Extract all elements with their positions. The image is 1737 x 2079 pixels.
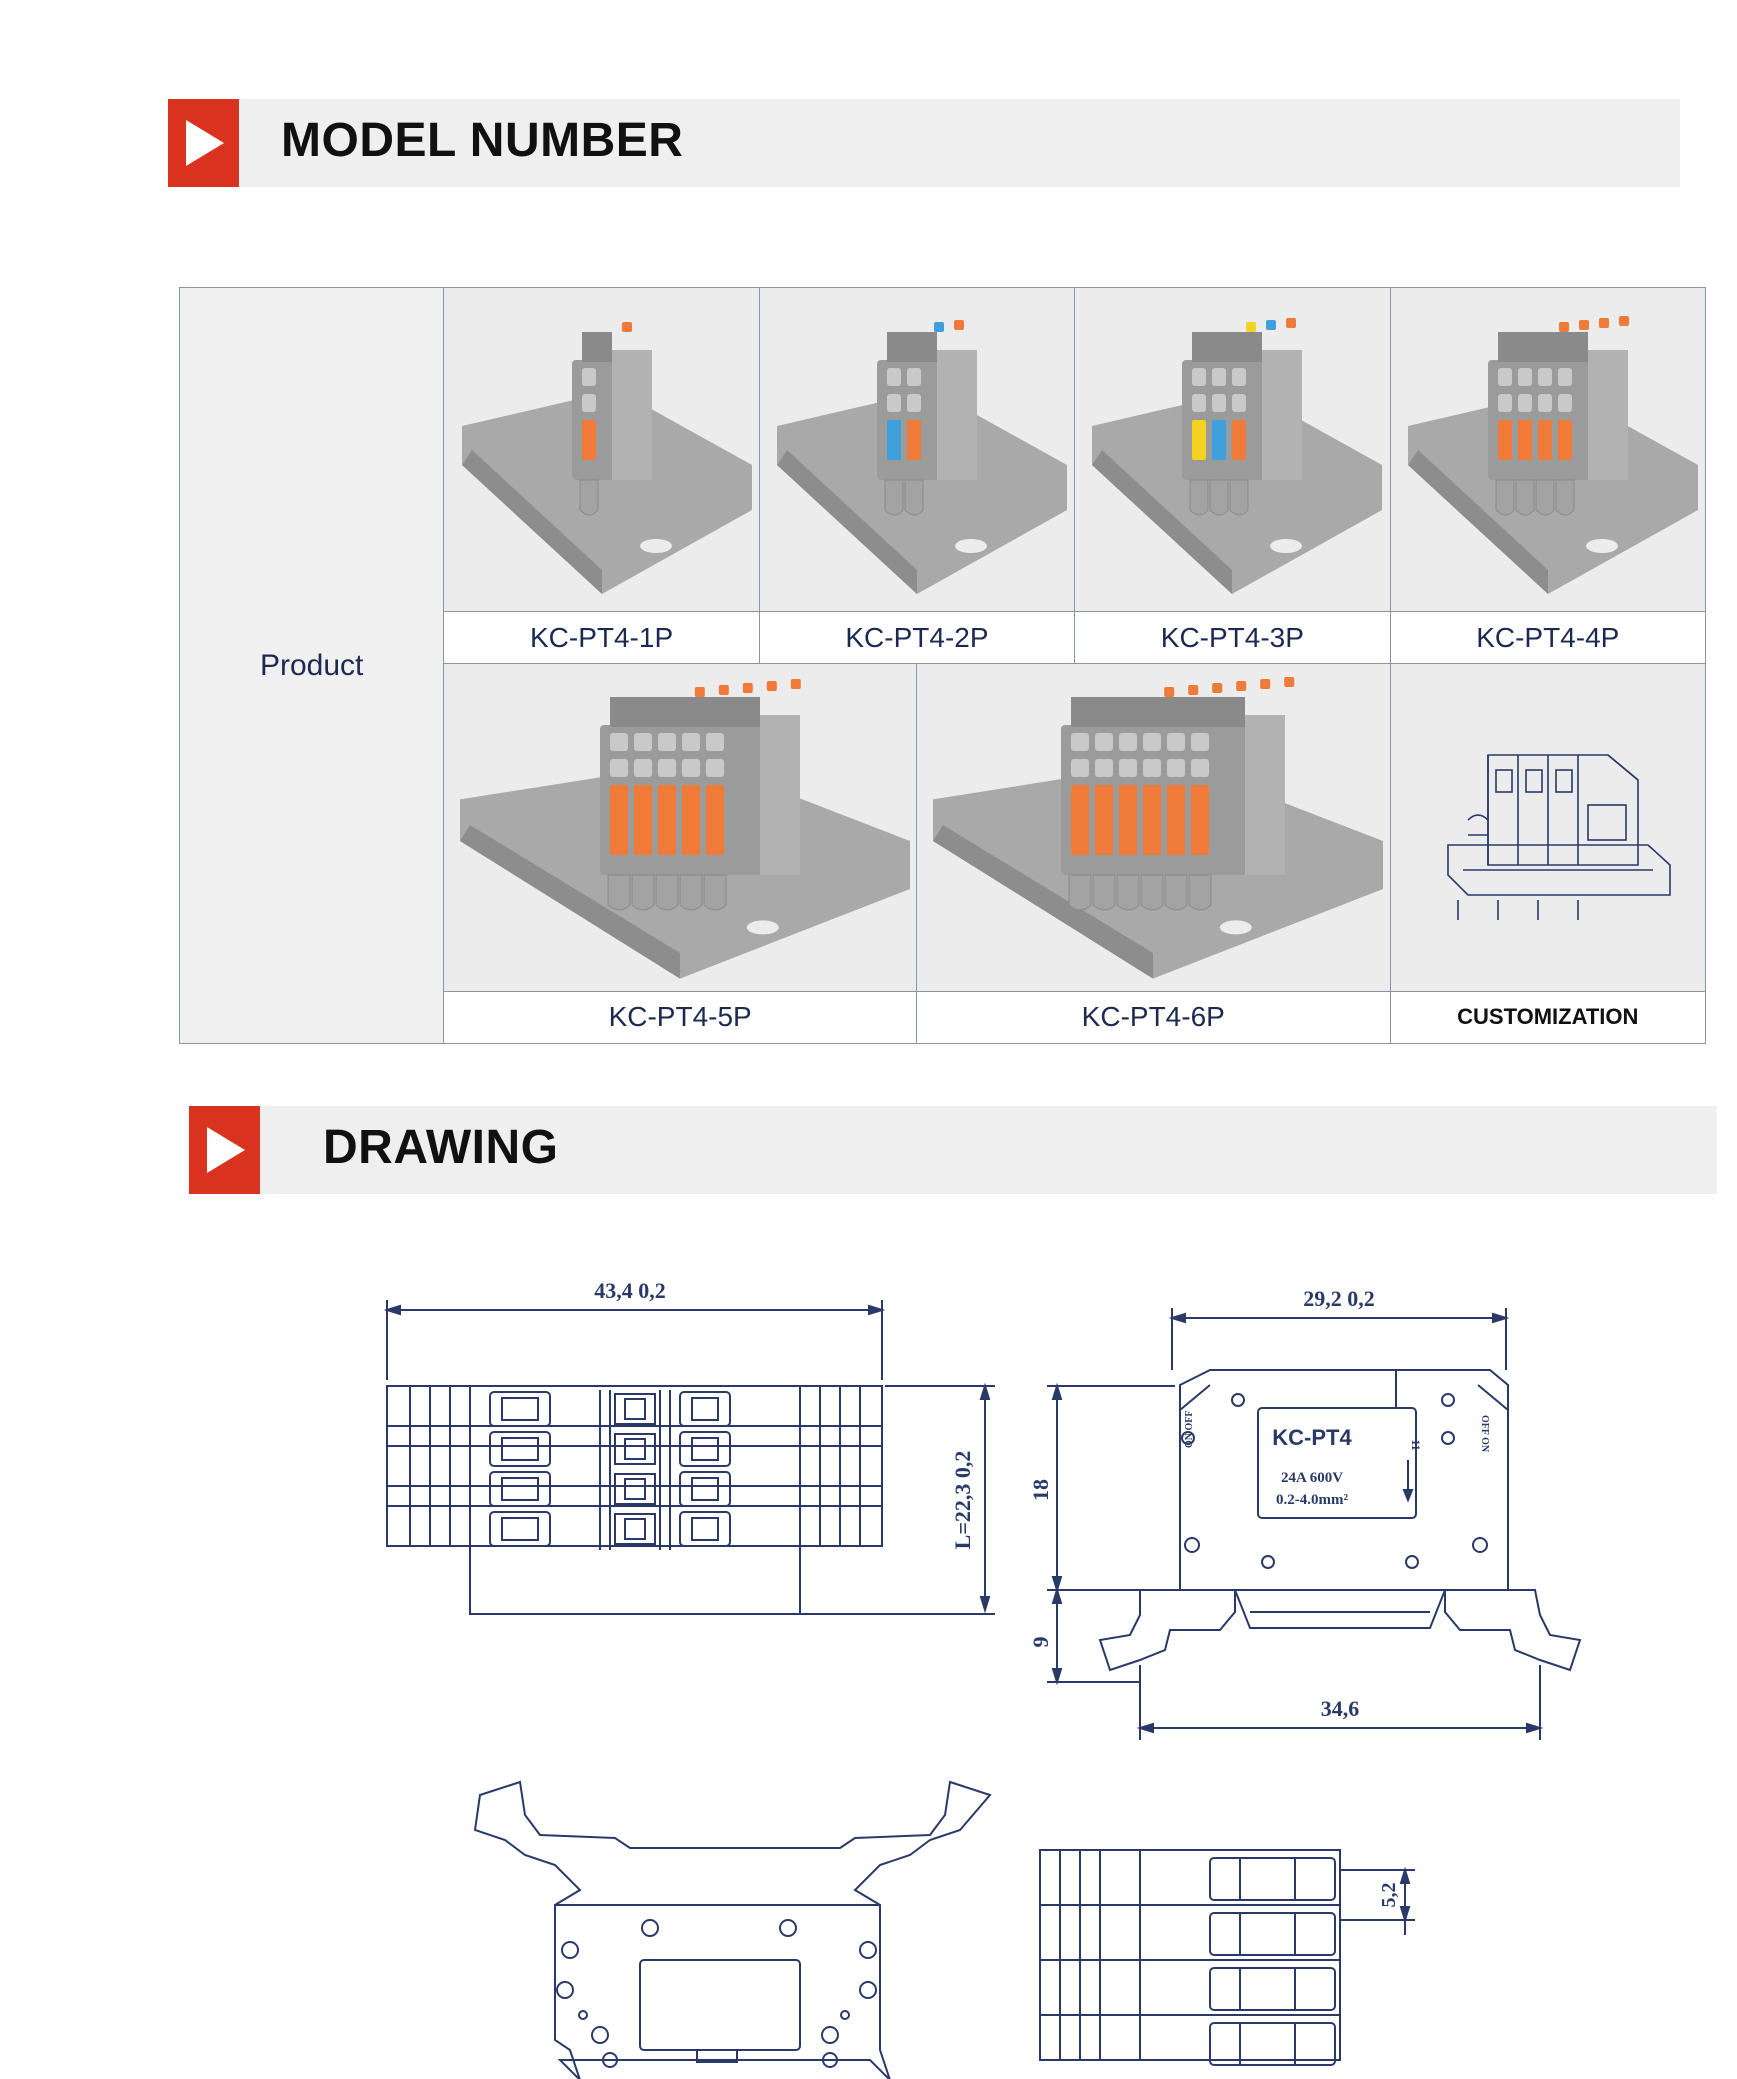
lever <box>610 785 629 856</box>
dim-side-length: L=22,3 0,2 <box>950 1451 975 1550</box>
model-label-6p: KC-PT4-6P <box>915 990 1391 1045</box>
lever-tab <box>933 321 944 332</box>
lever-tab <box>621 321 632 332</box>
product-image-2p <box>758 286 1076 613</box>
drawing-number-label: 11 <box>1409 1439 1423 1450</box>
lever <box>1517 419 1532 460</box>
lever-tab <box>1260 679 1271 690</box>
lever <box>706 785 725 856</box>
lever <box>1192 419 1207 460</box>
lever <box>1537 419 1552 460</box>
lever-tab <box>1164 687 1175 698</box>
lever-tab <box>1558 321 1569 332</box>
product-image-1p <box>443 286 760 613</box>
customization-wireframe <box>1446 754 1671 921</box>
lever-tab <box>742 683 753 694</box>
model-label-5p: KC-PT4-5P <box>443 990 917 1045</box>
lever-tab <box>1212 683 1223 694</box>
lever <box>1557 419 1572 460</box>
lever-tab <box>790 679 801 690</box>
lever <box>581 419 596 460</box>
lever-tab <box>1188 685 1199 696</box>
dim-front-width: 29,2 0,2 <box>1303 1286 1375 1311</box>
lever <box>658 785 677 856</box>
lever <box>1497 419 1512 460</box>
dim-top-width: 43,4 0,2 <box>594 1278 666 1303</box>
model-table: Product KC-PT4-1P KC-PT4-2P KC-PT4-3P KC… <box>178 286 1707 1045</box>
front-view: 29,2 0,2 KC-PT4 24A 600V 0.2-4.0mm² 11 O… <box>1028 1286 1582 1740</box>
model-label-2p: KC-PT4-2P <box>758 611 1076 665</box>
lever-tab <box>1236 681 1247 692</box>
product-image-5p <box>443 663 917 992</box>
lever <box>1232 419 1247 460</box>
lever <box>634 785 653 856</box>
technical-drawing: 43,4 0,2 L=22,3 0,2 29,2 0,2 <box>383 1278 1582 2079</box>
lever <box>1191 785 1210 856</box>
din-rail <box>461 389 752 594</box>
lever-tab <box>1246 321 1257 332</box>
row-header-product: Product <box>178 287 445 1044</box>
lever-tab <box>1618 315 1629 326</box>
lever <box>1212 419 1227 460</box>
model-label-1p: KC-PT4-1P <box>443 611 760 665</box>
product-image-6p <box>915 663 1391 992</box>
section-header-model-number: MODEL NUMBER <box>168 99 1680 187</box>
play-icon <box>168 99 239 187</box>
dim-height-18: 18 <box>1028 1479 1053 1501</box>
dim-rail-width: 34,6 <box>1321 1696 1360 1721</box>
lever <box>886 419 901 460</box>
drawing-onoff-right: OFF ON <box>1479 1415 1490 1453</box>
top-view: 43,4 0,2 L=22,3 0,2 <box>383 1278 995 1615</box>
drawing-rating-label: 24A 600V <box>1281 1470 1343 1486</box>
lever <box>1167 785 1186 856</box>
lever <box>1119 785 1138 856</box>
drawing-wire-label: 0.2-4.0mm² <box>1276 1492 1348 1508</box>
drawing-onoff-left: ON OFF <box>1184 1411 1195 1449</box>
model-label-4p: KC-PT4-4P <box>1389 611 1707 665</box>
product-image-customization <box>1389 663 1707 992</box>
lever <box>1095 785 1114 856</box>
lever <box>906 419 921 460</box>
play-icon <box>189 1106 260 1194</box>
lever-tab <box>718 685 729 696</box>
section-header-drawing: DRAWING <box>189 1106 1717 1194</box>
lever-tab <box>1598 317 1609 328</box>
section-title: MODEL NUMBER <box>281 114 684 167</box>
lever <box>1143 785 1162 856</box>
drawing-model-label: KC-PT4 <box>1272 1425 1352 1450</box>
lever-tab <box>1578 319 1589 330</box>
lever-tab <box>1286 317 1297 328</box>
lever-tab <box>1284 677 1295 688</box>
bottom-view <box>473 1780 992 2079</box>
product-image-3p <box>1074 286 1391 613</box>
lever-tab <box>694 687 705 698</box>
lever <box>682 785 701 856</box>
dim-pitch: 5,2 <box>1378 1883 1400 1908</box>
lever-tab <box>766 681 777 692</box>
lever-tab <box>953 319 964 330</box>
lever-tab <box>1266 319 1277 330</box>
section-title: DRAWING <box>323 1121 559 1174</box>
lever <box>1071 785 1090 856</box>
model-label-3p: KC-PT4-3P <box>1074 611 1391 665</box>
side-view: 5,2 <box>1039 1849 1415 2066</box>
dim-height-9: 9 <box>1028 1637 1053 1648</box>
product-image-4p <box>1389 286 1707 613</box>
model-label-customization: CUSTOMIZATION <box>1389 990 1707 1045</box>
